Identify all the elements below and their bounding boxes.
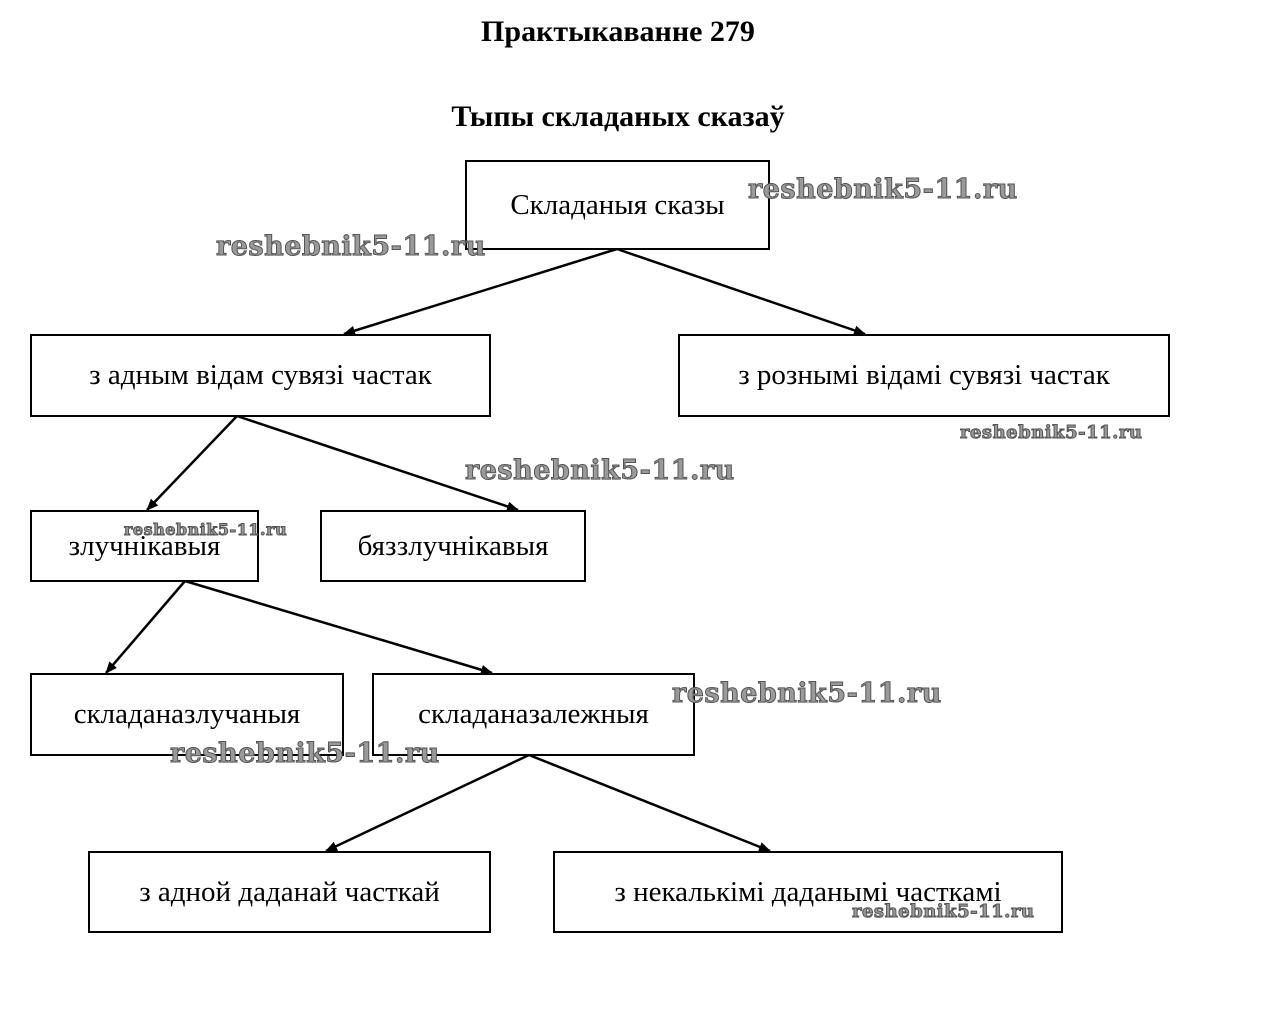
watermark: reshebnik5-11.ru (170, 738, 440, 770)
watermark: reshebnik5-11.ru (851, 901, 1035, 923)
edge-one-link-asyndetic (236, 414, 519, 512)
watermark: reshebnik5-11.ru (748, 174, 1018, 206)
node-complex: складаназалежныя (372, 673, 695, 756)
edge-complex-one-subordinate (325, 753, 530, 853)
edge-root-one-link (343, 247, 618, 336)
edge-conjunctive-complex (184, 579, 493, 675)
node-several-subordinate: з некалькімі даданымі часткамі (553, 851, 1063, 933)
node-one-link-type: з адным відам сувязі частак (30, 334, 491, 417)
node-conjunctive: злучнікавыя (30, 510, 259, 582)
node-complex-sentences: Складаныя сказы (465, 160, 770, 250)
node-mixed-link-types: з рознымі відамі сувязі частак (678, 334, 1170, 417)
edge-root-mixed-link (616, 247, 866, 336)
watermark: reshebnik5-11.ru (672, 678, 942, 710)
node-one-subordinate: з адной даданай часткай (88, 851, 491, 933)
node-asyndetic: бяззлучнікавыя (320, 510, 586, 582)
node-compound: складаназлучаныя (30, 673, 344, 756)
watermark: reshebnik5-11.ru (465, 455, 735, 487)
watermark: reshebnik5-11.ru (216, 231, 486, 263)
edge-one-link-conjunctive (146, 415, 238, 511)
edge-complex-several-subordinate (528, 753, 771, 853)
watermark: reshebnik5-11.ru (123, 520, 288, 540)
diagram-title: Тыпы складаных сказаў (451, 100, 785, 133)
watermark: reshebnik5-11.ru (959, 422, 1143, 444)
edge-conjunctive-compound (105, 580, 186, 674)
exercise-title: Практыкаванне 279 (481, 15, 755, 48)
